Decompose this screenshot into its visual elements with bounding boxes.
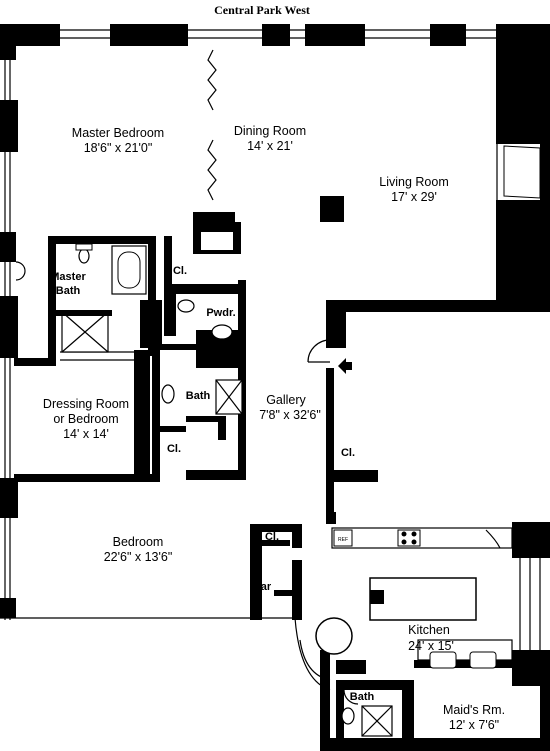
maids-bath-label: Bath bbox=[350, 691, 375, 703]
closet-bath-label: Cl. bbox=[167, 443, 181, 455]
maids-room-name: Maid's Rm. bbox=[443, 703, 505, 717]
exterior-walls bbox=[0, 24, 550, 751]
dining-room-size: 14' x 21' bbox=[247, 139, 293, 153]
dining-room-name: Dining Room bbox=[234, 124, 306, 138]
maids-room-size: 12' x 7'6" bbox=[449, 718, 499, 732]
dressing-room-name-line2: or Bedroom bbox=[53, 412, 118, 426]
living-room-size: 17' x 29' bbox=[391, 190, 437, 204]
refrigerator-label: REF bbox=[338, 537, 348, 543]
street-label: Central Park West bbox=[214, 3, 310, 17]
bedroom-size: 22'6" x 13'6" bbox=[104, 550, 173, 564]
bath-center-label: Bath bbox=[186, 390, 211, 402]
powder-room-label: Pwdr. bbox=[206, 307, 235, 319]
dressing-room-size: 14' x 14' bbox=[63, 427, 109, 441]
living-room-name: Living Room bbox=[379, 175, 448, 189]
gallery-size: 7'8" x 32'6" bbox=[259, 408, 321, 422]
closet-master-label: Cl. bbox=[173, 265, 187, 277]
interior-walls bbox=[14, 212, 513, 738]
bar-label: Bar bbox=[253, 581, 272, 593]
closet-bedroom-label: Cl. bbox=[265, 531, 279, 543]
fixtures: REF bbox=[15, 49, 501, 737]
closet-gallery-label: Cl. bbox=[341, 447, 355, 459]
room-labels: Master Bedroom 18'6" x 21'0" Dining Room… bbox=[43, 124, 505, 732]
kitchen-size: 24' x 15' bbox=[408, 639, 454, 653]
master-bath-name-line2: Bath bbox=[56, 285, 81, 297]
kitchen-name: Kitchen bbox=[408, 623, 450, 637]
master-bedroom-name: Master Bedroom bbox=[72, 126, 164, 140]
dressing-room-name-line1: Dressing Room bbox=[43, 397, 129, 411]
gallery-name: Gallery bbox=[266, 393, 306, 407]
master-bath-name-line1: Master bbox=[50, 271, 86, 283]
bedroom-name: Bedroom bbox=[113, 535, 164, 549]
master-bedroom-size: 18'6" x 21'0" bbox=[84, 141, 153, 155]
